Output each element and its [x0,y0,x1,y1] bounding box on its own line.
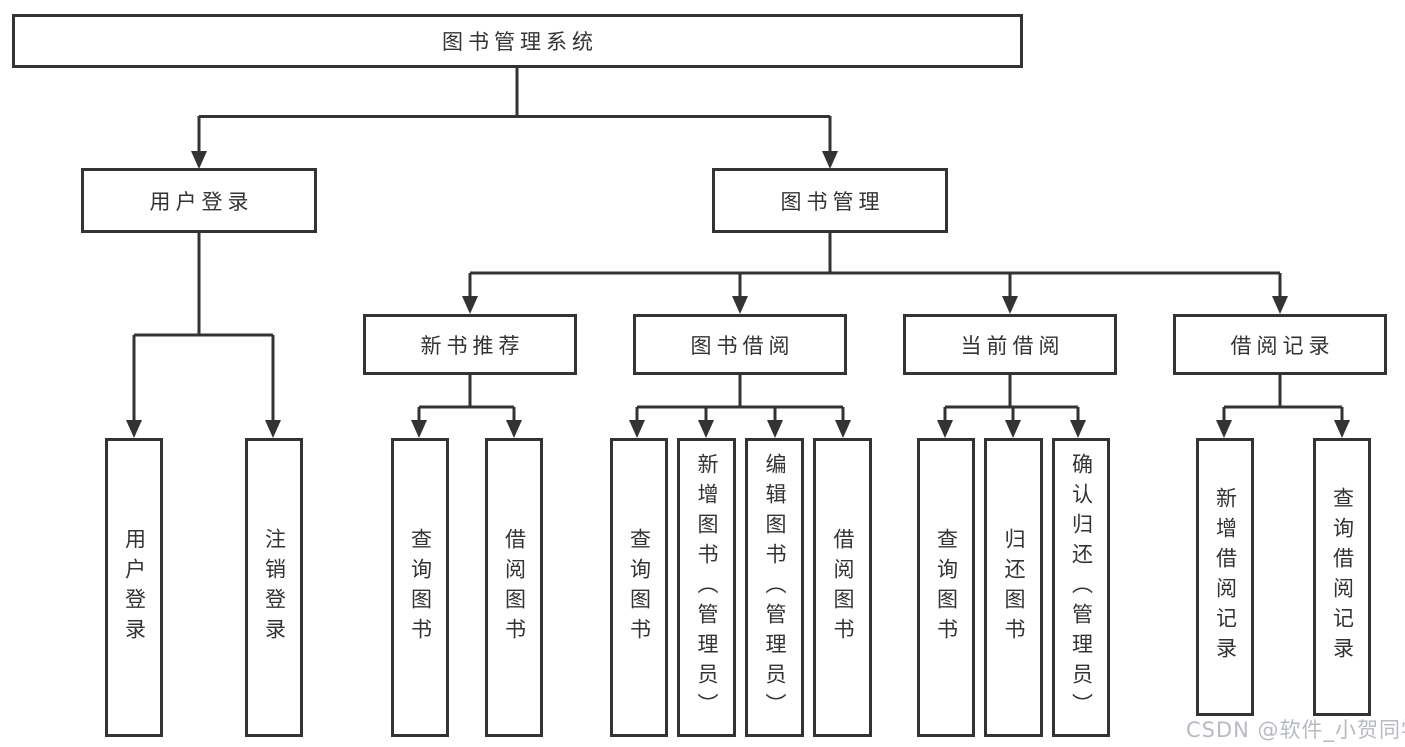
node-user-login: 用户登录 [81,168,317,233]
node-label: 借阅图书 [831,527,855,648]
node-label: 查询图书 [627,527,652,648]
leaf-edit-book-admin: 编辑图书（管理员） [745,438,804,737]
node-label: 当前借阅 [960,333,1065,358]
node-library-management-system: 图书管理系统 [12,14,1023,68]
node-label: 图书管理 [780,189,885,214]
node-label: 归还图书 [1002,527,1026,648]
leaf-query-books: 查询图书 [610,438,668,737]
node-label: 借阅图书 [502,527,527,648]
leaf-borrow-books: 借阅图书 [485,438,543,737]
node-label: 用户登录 [122,527,147,648]
node-borrowing-records: 借阅记录 [1173,314,1387,375]
node-label: 用户登录 [149,189,254,214]
node-label: 查询借阅记录 [1330,487,1355,667]
node-book-management: 图书管理 [712,168,948,233]
leaf-user-login: 用户登录 [105,438,163,737]
node-label: 新书推荐 [420,333,525,358]
csdn-watermark: CSDN @软件_小贺同学 [1186,718,1405,742]
leaf-query-books: 查询图书 [917,438,975,737]
arrow-heads [126,151,1350,438]
node-label: 新增图书（管理员） [695,452,719,723]
node-label: 新增借阅记录 [1213,487,1238,667]
leaf-query-books: 查询图书 [391,438,449,737]
tree-edges [132,68,1344,422]
node-label: 图书借阅 [690,333,795,358]
node-label: 注销登录 [262,527,287,648]
node-book-borrowing: 图书借阅 [633,314,847,375]
leaf-return-book: 归还图书 [984,438,1043,737]
leaf-confirm-return-admin: 确认归还（管理员） [1052,438,1110,737]
node-label: 借阅记录 [1230,333,1335,358]
leaf-borrow-books: 借阅图书 [813,438,872,737]
leaf-add-borrow-record: 新增借阅记录 [1196,438,1254,716]
leaf-query-borrow-record: 查询借阅记录 [1313,438,1371,716]
leaf-add-book-admin: 新增图书（管理员） [677,438,736,737]
leaf-logout: 注销登录 [245,438,303,737]
node-current-borrowing: 当前借阅 [903,314,1117,375]
node-label: 图书管理系统 [442,30,598,54]
node-label: 确认归还（管理员） [1069,452,1094,723]
node-label: 编辑图书（管理员） [763,452,787,723]
node-label: 查询图书 [408,527,433,648]
node-label: 查询图书 [934,527,959,648]
node-new-book-recommend: 新书推荐 [363,314,577,375]
